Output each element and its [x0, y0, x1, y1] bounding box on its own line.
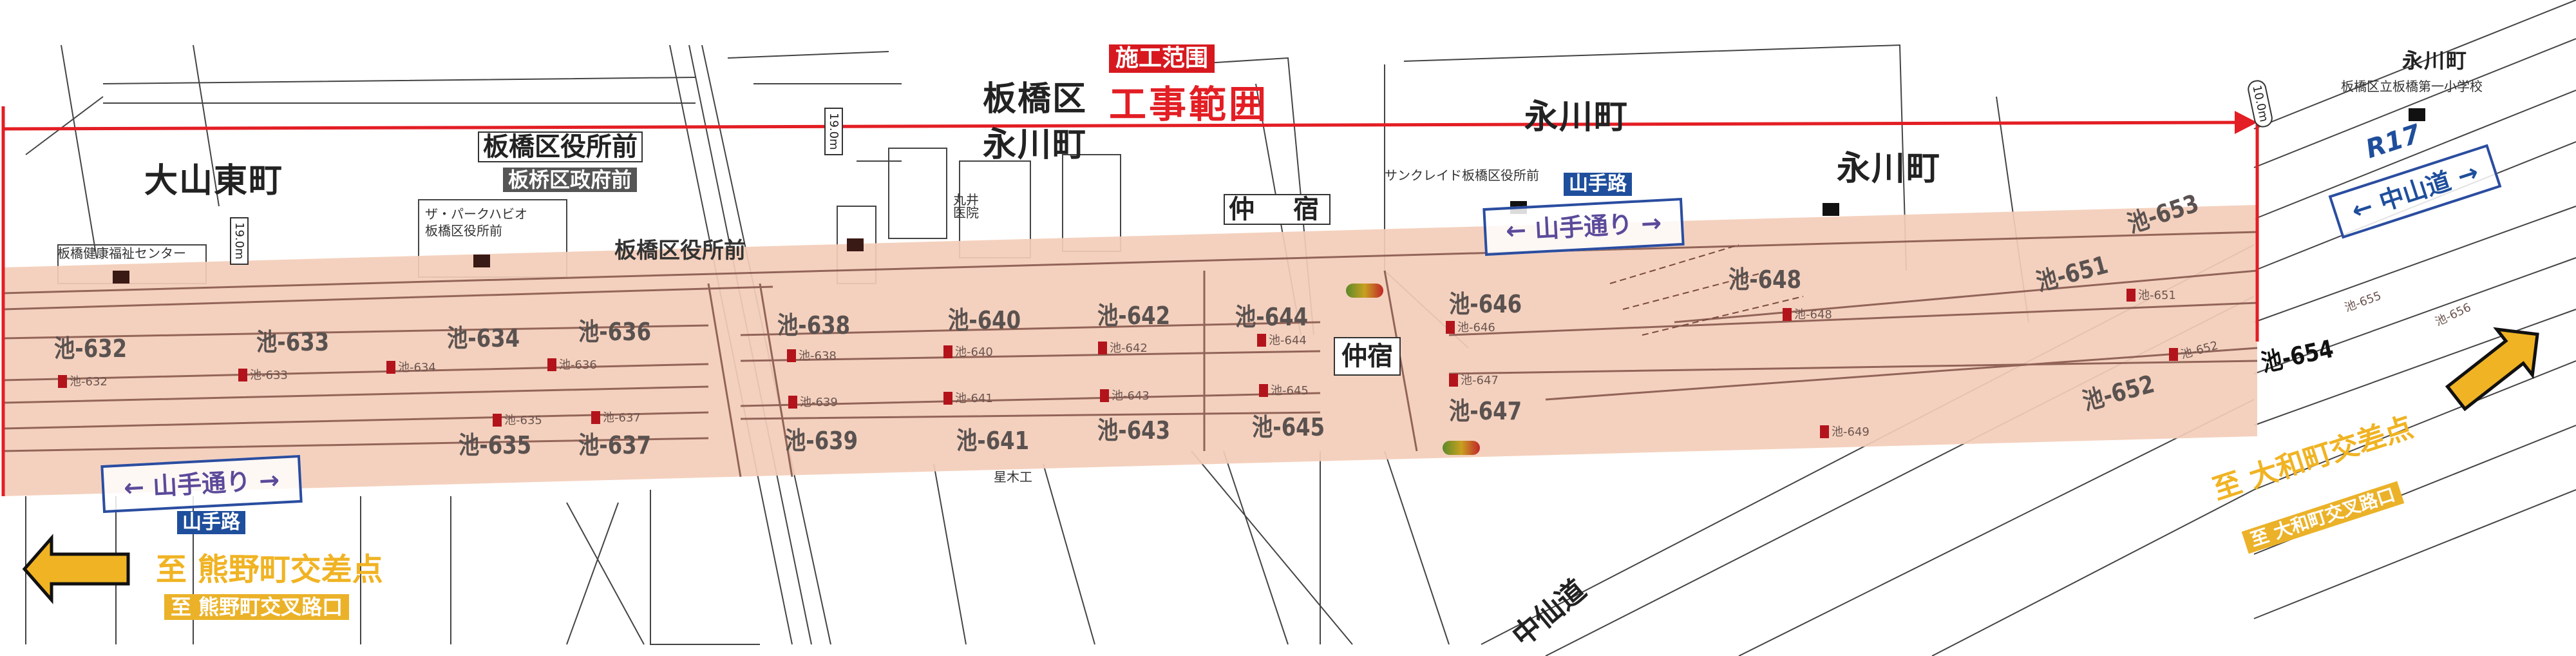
- pole-marker-label: 池-640: [955, 345, 993, 359]
- station-kuyakushomae-small: 板橋区役所前: [614, 238, 746, 264]
- landmark-marui-clinic: 丸井医院: [953, 192, 979, 220]
- pole-label: 池-635: [459, 431, 532, 459]
- direction-west-jp: 至 熊野町交差点: [156, 552, 383, 588]
- pole-marker-icon: [788, 396, 797, 409]
- pole-marker-icon: [787, 349, 796, 362]
- landmark-park-habio-2: 板橋区役所前: [425, 223, 502, 238]
- building-marker-icon: [473, 255, 490, 267]
- pole-label: 池-642: [1097, 302, 1171, 330]
- pole-marker-label: 池-644: [1269, 334, 1307, 347]
- pole-label: 池-646: [1449, 290, 1522, 318]
- pole-marker-icon: [238, 369, 247, 381]
- road-label-yamate-cn-top: 山手路: [1564, 173, 1632, 196]
- pole-label: 池-634: [447, 324, 520, 352]
- building-marker-icon: [2409, 108, 2425, 121]
- pole-label: 池-647: [1449, 397, 1522, 425]
- arrow-left-icon: [22, 534, 130, 604]
- construction-range-label-cn: 施工范围: [1109, 44, 1215, 73]
- road-width-sign: 19.0m: [230, 217, 249, 265]
- pole-marker-label: 池-642: [1110, 342, 1148, 355]
- pole-marker-icon: [591, 411, 600, 424]
- road-width-sign: 19.0m: [824, 108, 843, 155]
- pole-marker-label: 池-645: [1271, 384, 1309, 398]
- pole-marker-label: 池-638: [799, 349, 837, 363]
- landmark-school: 板橋区立板橋第一小学校: [2341, 79, 2483, 94]
- pole-label: 池-637: [578, 431, 652, 459]
- pole-marker-label: 池-639: [800, 396, 838, 409]
- town-label: 永川町: [2402, 48, 2468, 73]
- town-itabashi-ku: 板橋区: [983, 80, 1088, 119]
- station-kuyakushomae-cn: 板桥区政府前: [503, 168, 638, 192]
- pole-label: 池-641: [956, 427, 1030, 455]
- town-label: 永川町: [983, 126, 1088, 164]
- construction-range-label-jp: 工事範囲: [1109, 82, 1269, 126]
- pole-marker-label: 池-651: [2138, 289, 2176, 302]
- town-oyama-higashi: 大山東町: [144, 162, 284, 200]
- pole-marker-icon: [1820, 425, 1829, 438]
- building-marker-icon: [113, 271, 129, 284]
- pole-marker-label: 池-647: [1461, 374, 1499, 387]
- pole-marker-icon: [943, 392, 952, 405]
- pole-marker-icon: [1259, 384, 1268, 397]
- pole-label: 池-633: [256, 328, 330, 356]
- landmark-sunclay: サンクレイド板橋区役所前: [1385, 168, 1539, 183]
- traffic-signal-icon: [1443, 441, 1480, 455]
- pole-marker-icon: [1783, 308, 1792, 321]
- range-arrowhead-icon: [2235, 111, 2257, 134]
- direction-west-cn: 至 熊野町交叉路口: [164, 594, 350, 620]
- pole-label: 池-644: [1235, 303, 1309, 331]
- pole-label: 池-648: [1728, 265, 1802, 294]
- pole-marker-label: 池-637: [603, 411, 641, 425]
- pole-marker-icon: [943, 345, 952, 358]
- pole-label: 池-636: [578, 318, 652, 346]
- arrow-up-right-icon: [2445, 327, 2539, 412]
- pole-marker-icon: [386, 361, 395, 374]
- station-nakajuku-mid: 仲宿: [1334, 337, 1401, 376]
- pole-marker-label: 池-632: [70, 375, 108, 389]
- pole-marker-icon: [1449, 374, 1458, 387]
- traffic-signal-icon: [1346, 284, 1383, 298]
- town-label: 永川町: [1524, 98, 1629, 137]
- pole-marker-icon: [1446, 321, 1455, 334]
- pole-label: 池-643: [1097, 416, 1171, 445]
- pole-marker-icon: [58, 375, 67, 388]
- station-nakajuku-top: 仲 宿: [1224, 194, 1331, 225]
- pole-label: 池-640: [948, 306, 1021, 334]
- pole-marker-label: 池-634: [398, 361, 436, 374]
- pole-marker-label: 池-635: [504, 414, 542, 427]
- town-label: 永川町: [1837, 150, 1942, 188]
- pole-marker-label: 池-636: [559, 358, 597, 372]
- pole-label: 池-639: [785, 427, 858, 455]
- pole-marker-icon: [2169, 348, 2178, 361]
- landmark-park-habio: ザ・パークハビオ: [425, 206, 527, 222]
- pole-marker-label: 池-633: [250, 369, 288, 382]
- pole-marker-icon: [1257, 334, 1266, 347]
- pole-marker-icon: [2126, 289, 2136, 302]
- building-marker-icon: [847, 238, 864, 251]
- pole-marker-icon: [1098, 342, 1107, 354]
- building-marker-icon: [1823, 203, 1839, 216]
- pole-label: 池-638: [777, 311, 851, 340]
- pole-label: 池-645: [1252, 413, 1325, 441]
- pole-marker-icon: [547, 358, 556, 371]
- landmark-health-center: 板橋健康福祉センター: [57, 246, 186, 261]
- pole-marker-label: 池-649: [1832, 425, 1870, 439]
- pole-marker-label: 池-641: [955, 392, 993, 405]
- landmark-hoshi-mokko: 星木工: [994, 469, 1032, 485]
- pole-marker-icon: [1100, 389, 1109, 402]
- pole-marker-icon: [493, 414, 502, 427]
- pole-marker-label: 池-648: [1794, 308, 1832, 322]
- pole-label: 池-632: [54, 334, 128, 363]
- pole-marker-label: 池-643: [1112, 389, 1150, 403]
- pole-marker-label: 池-646: [1457, 321, 1495, 334]
- road-label-yamate-cn-bottom: 山手路: [177, 511, 245, 534]
- station-kuyakushomae-jp: 板橋区役所前: [478, 131, 643, 162]
